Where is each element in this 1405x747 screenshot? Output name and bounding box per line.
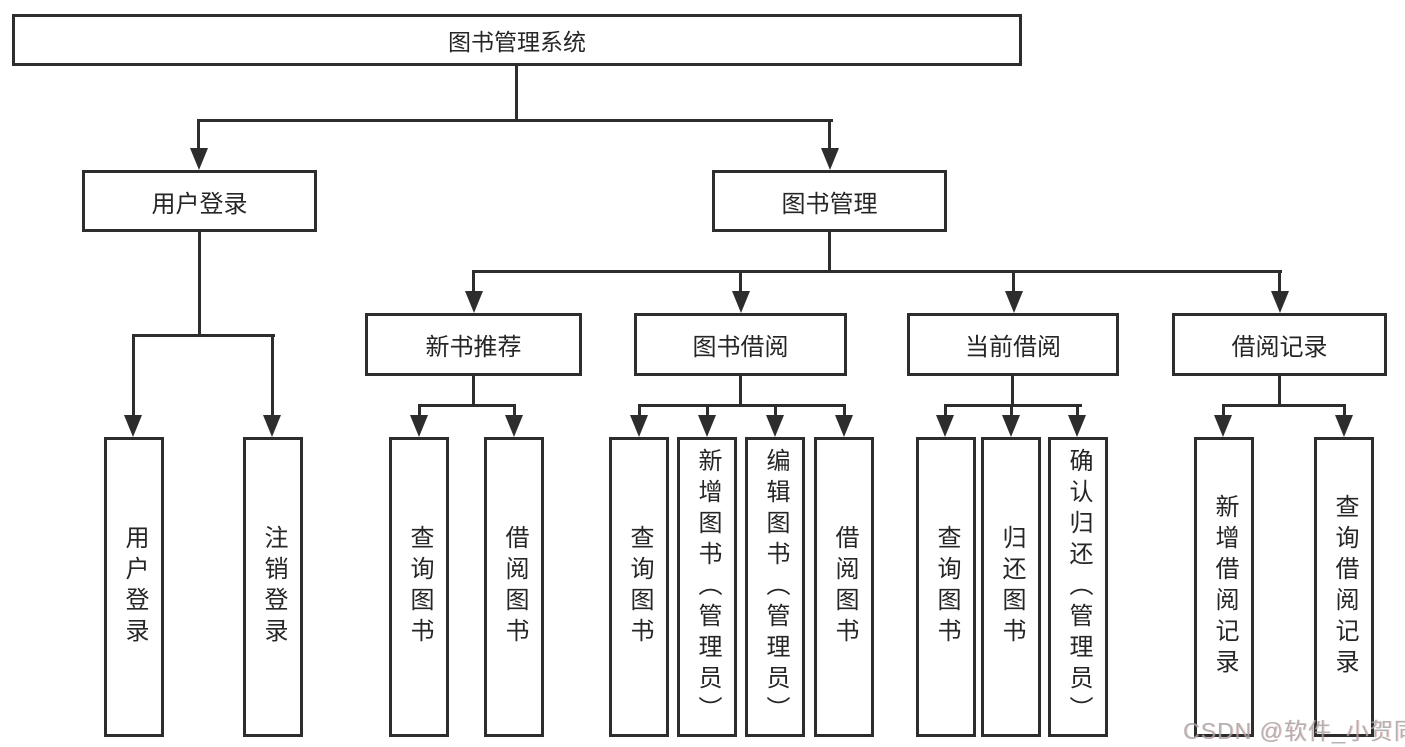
edge-root-drop-right (828, 119, 831, 150)
arrow-down-icon (465, 291, 483, 313)
arrow-down-icon (630, 415, 648, 437)
leaf-add-borrow-record: 新增借阅记录 (1194, 437, 1254, 737)
arrow-down-icon (766, 415, 784, 437)
edge-bookmgmt-bus (472, 270, 1282, 273)
edge-userlogin-stem (198, 230, 201, 336)
edge-currentborrow-stem (1011, 376, 1014, 406)
edge-borrowrecord-drop-1 (1222, 404, 1225, 417)
watermark: CSDN @软件_小贺同学 (1183, 718, 1405, 744)
arrow-down-icon (1214, 415, 1232, 437)
edge-userlogin-drop-left (132, 334, 135, 417)
arrow-down-icon (505, 415, 523, 437)
edge-newbook-stem (472, 376, 475, 406)
edge-currentborrow-bus (944, 404, 1082, 407)
edge-bookmgmt-drop-1 (472, 270, 475, 292)
node-user-login: 用户登录 (82, 170, 317, 232)
leaf-query-book-newbook: 查询图书 (389, 437, 449, 737)
leaf-edit-book-admin: 编辑图书（管理员） (745, 437, 805, 737)
edge-bookmgmt-stem (828, 230, 831, 272)
leaf-add-book-admin: 新增图书（管理员） (677, 437, 737, 737)
edge-bookmgmt-drop-2 (739, 270, 742, 292)
node-current-borrow: 当前借阅 (907, 313, 1119, 376)
arrow-down-icon (1068, 415, 1086, 437)
arrow-down-icon (1335, 415, 1353, 437)
edge-currentborrow-drop-2 (1010, 404, 1013, 417)
leaf-user-login: 用户登录 (104, 437, 164, 737)
edge-userlogin-bus (132, 334, 275, 337)
edge-bookborrow-drop-3 (774, 404, 777, 417)
node-root: 图书管理系统 (12, 14, 1022, 66)
edge-borrowrecord-bus (1222, 404, 1346, 407)
edge-root-stem (515, 64, 518, 121)
arrow-down-icon (732, 291, 750, 313)
leaf-return-book: 归还图书 (981, 437, 1041, 737)
edge-root-drop-left (197, 119, 200, 150)
leaf-borrow-book-borrow: 借阅图书 (814, 437, 874, 737)
leaf-logout: 注销登录 (243, 437, 303, 737)
leaf-confirm-return-admin: 确认归还（管理员） (1048, 437, 1108, 737)
edge-bookborrow-drop-1 (638, 404, 641, 417)
edge-newbook-drop-1 (418, 404, 421, 417)
edge-bookborrow-stem (739, 376, 742, 406)
arrow-down-icon (124, 415, 142, 437)
leaf-query-book-borrow: 查询图书 (609, 437, 669, 737)
edge-borrowrecord-drop-2 (1343, 404, 1346, 417)
node-new-book: 新书推荐 (365, 313, 582, 376)
node-book-borrow: 图书借阅 (634, 313, 847, 376)
edge-bookborrow-drop-2 (706, 404, 709, 417)
leaf-borrow-book-newbook: 借阅图书 (484, 437, 544, 737)
arrow-down-icon (263, 415, 281, 437)
edge-root-bus (197, 119, 833, 122)
edge-newbook-bus (418, 404, 516, 407)
arrow-down-icon (698, 415, 716, 437)
arrow-down-icon (1271, 291, 1289, 313)
edge-bookmgmt-drop-4 (1278, 270, 1281, 292)
node-book-mgmt: 图书管理 (712, 170, 947, 232)
edge-userlogin-drop-right (271, 334, 274, 417)
edge-borrowrecord-stem (1278, 376, 1281, 406)
arrow-down-icon (936, 415, 954, 437)
arrow-down-icon (190, 148, 208, 170)
leaf-query-book-current: 查询图书 (916, 437, 976, 737)
arrow-down-icon (835, 415, 853, 437)
edge-bookmgmt-drop-3 (1012, 270, 1015, 292)
node-borrow-record: 借阅记录 (1172, 313, 1387, 376)
edge-currentborrow-drop-3 (1076, 404, 1079, 417)
edge-bookborrow-bus (638, 404, 846, 407)
arrow-down-icon (1002, 415, 1020, 437)
arrow-down-icon (1005, 291, 1023, 313)
edge-bookborrow-drop-4 (843, 404, 846, 417)
edge-currentborrow-drop-1 (944, 404, 947, 417)
arrow-down-icon (821, 148, 839, 170)
edge-newbook-drop-2 (513, 404, 516, 417)
leaf-query-borrow-record: 查询借阅记录 (1314, 437, 1374, 737)
arrow-down-icon (410, 415, 428, 437)
